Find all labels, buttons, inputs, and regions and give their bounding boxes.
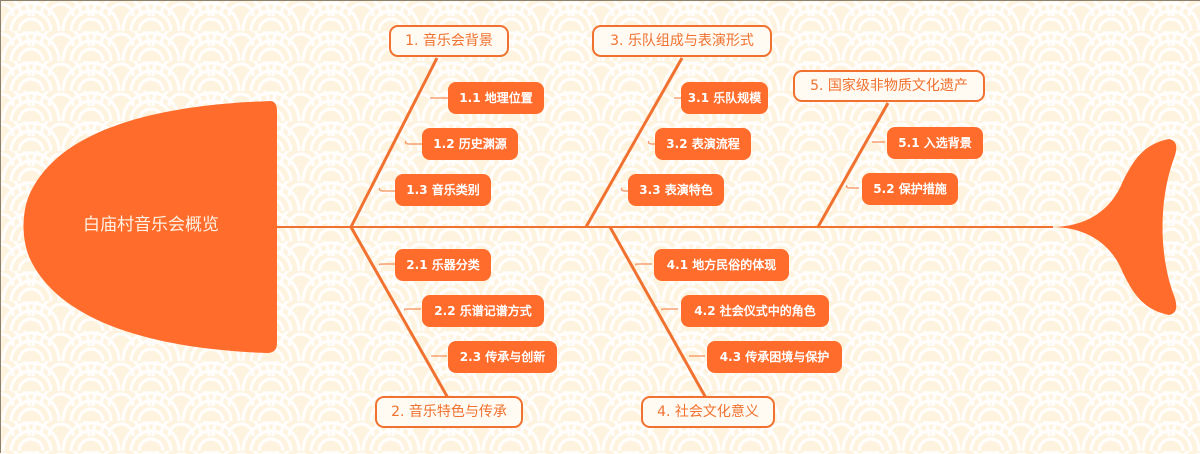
branch-4-sub-1[interactable]: 4.1 地方民俗的体现 [654,249,789,281]
branch-1-sub-2[interactable]: 1.2 历史渊源 [422,128,518,160]
sub-topic-label: 1.3 音乐类别 [406,183,480,197]
branch-4-topic[interactable]: 4. 社会文化意义 [641,396,775,428]
branch-4-sub-2[interactable]: 4.2 社会仪式中的角色 [681,295,829,327]
branch-5-topic[interactable]: 5. 国家级非物质文化遗产 [793,70,985,102]
fish-head-shape [23,101,277,353]
branch-4-sub-3[interactable]: 4.3 传承困境与保护 [707,341,842,373]
branch-3-sub-3[interactable]: 3.3 表演特色 [628,174,724,206]
sub-topic-label: 2.2 乐谱记谱方式 [434,304,532,318]
sub-topic-label: 4.2 社会仪式中的角色 [694,304,816,318]
branch-2-label: 2. 音乐特色与传承 [391,404,507,420]
branch-1-sub-1[interactable]: 1.1 地理位置 [448,82,544,114]
main-bones [349,57,890,399]
sub-topic-label: 2.3 传承与创新 [459,350,546,364]
branch-2-sub-2[interactable]: 2.2 乐谱记谱方式 [422,295,544,327]
sub-topic-label: 2.1 乐器分类 [406,258,480,272]
branch-4-label: 4. 社会文化意义 [657,404,759,420]
sub-topic-label: 1.2 历史渊源 [433,137,507,151]
branch-3-label: 3. 乐队组成与表演形式 [610,33,754,49]
branch-5-sub-2[interactable]: 5.2 保护措施 [862,173,958,205]
fish-tail-shape [1051,139,1177,315]
branch-5-label: 5. 国家级非物质文化遗产 [810,78,968,94]
branch-1-topic[interactable]: 1. 音乐会背景 [389,25,509,57]
sub-topic-label: 3.2 表演流程 [666,137,740,151]
branch-3-topic[interactable]: 3. 乐队组成与表演形式 [592,25,772,57]
sub-topic-label: 4.1 地方民俗的体现 [666,258,777,272]
sub-topic-label: 3.3 表演特色 [639,183,713,197]
branch-2-sub-3[interactable]: 2.3 传承与创新 [448,341,557,373]
branch-2-sub-1[interactable]: 2.1 乐器分类 [395,249,491,281]
branch-1-sub-3[interactable]: 1.3 音乐类别 [395,174,491,206]
branch-2-topic[interactable]: 2. 音乐特色与传承 [375,396,523,428]
sub-topic-label: 3.1 乐队规模 [687,91,762,105]
branch-1-label: 1. 音乐会背景 [405,33,493,49]
fish-head-title: 白庙村音乐会概览 [83,215,219,235]
branch-3-sub-1[interactable]: 3.1 乐队规模 [681,82,768,114]
branch-5-sub-1[interactable]: 5.1 入选背景 [887,127,983,159]
sub-topic-label: 1.1 地理位置 [459,91,533,105]
sub-topic-label: 5.2 保护措施 [873,182,947,196]
sub-topic-label: 4.3 传承困境与保护 [719,350,830,364]
branch-3-sub-2[interactable]: 3.2 表演流程 [655,128,751,160]
sub-topic-label: 5.1 入选背景 [898,136,972,150]
